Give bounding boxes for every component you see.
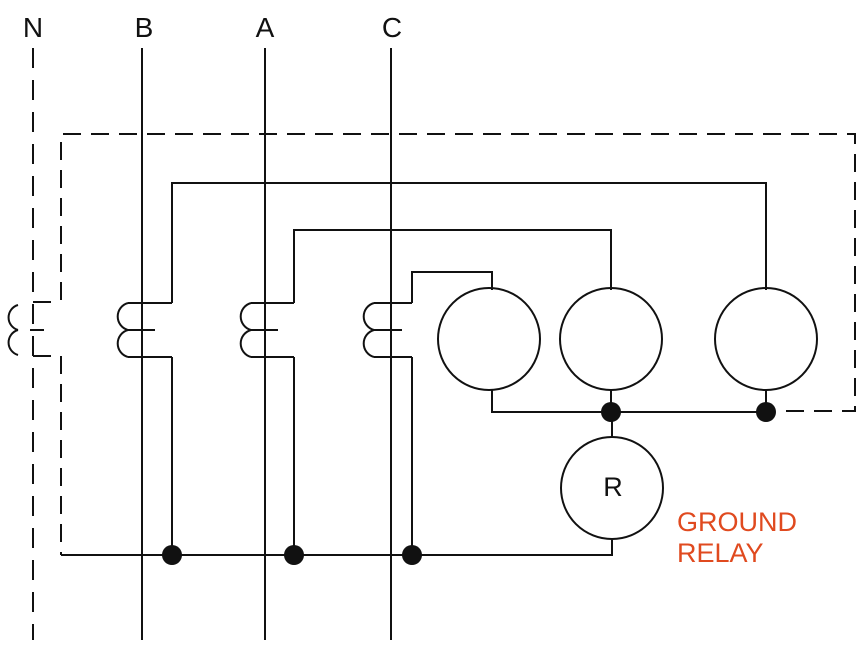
wire-ct-A-to-relay-2 bbox=[293, 229, 612, 303]
phase-label-N: N bbox=[22, 12, 44, 43]
phase-label-B: B bbox=[134, 12, 154, 43]
ground-relay-letter: R bbox=[603, 472, 623, 502]
phase-label-A: A bbox=[255, 12, 275, 43]
junction-dot-bus-C bbox=[402, 545, 422, 565]
neutral-ct-coil bbox=[7, 304, 19, 356]
ct-phase-A-coil bbox=[239, 302, 252, 358]
junction-dot-relay-common bbox=[601, 402, 621, 422]
caption-line-1: GROUND bbox=[677, 507, 797, 537]
wire-ct-C-to-relay-1 bbox=[411, 271, 493, 303]
relay-coil-1 bbox=[437, 287, 541, 391]
ct-phase-C-coil bbox=[362, 302, 375, 358]
ct-phase-B-coil bbox=[116, 302, 129, 358]
junction-dot-relay-3 bbox=[756, 402, 776, 422]
relay-common-line bbox=[491, 390, 766, 413]
relay-coil-2 bbox=[559, 287, 663, 391]
ground-relay-coil bbox=[560, 436, 664, 540]
junction-dot-bus-B bbox=[162, 545, 182, 565]
junction-dot-bus-A bbox=[284, 545, 304, 565]
neutral-ct-dashed-lower-lead bbox=[33, 355, 62, 555]
ground-relay-caption: GROUND RELAY bbox=[677, 507, 797, 569]
caption-line-2: RELAY bbox=[677, 538, 764, 568]
wire-ct-B-to-relay-3 bbox=[171, 182, 767, 303]
relay-coil-3 bbox=[714, 287, 818, 391]
neutral-ct-dashed-loop bbox=[60, 133, 856, 412]
return-bus bbox=[61, 540, 613, 556]
phase-label-C: C bbox=[381, 12, 403, 43]
